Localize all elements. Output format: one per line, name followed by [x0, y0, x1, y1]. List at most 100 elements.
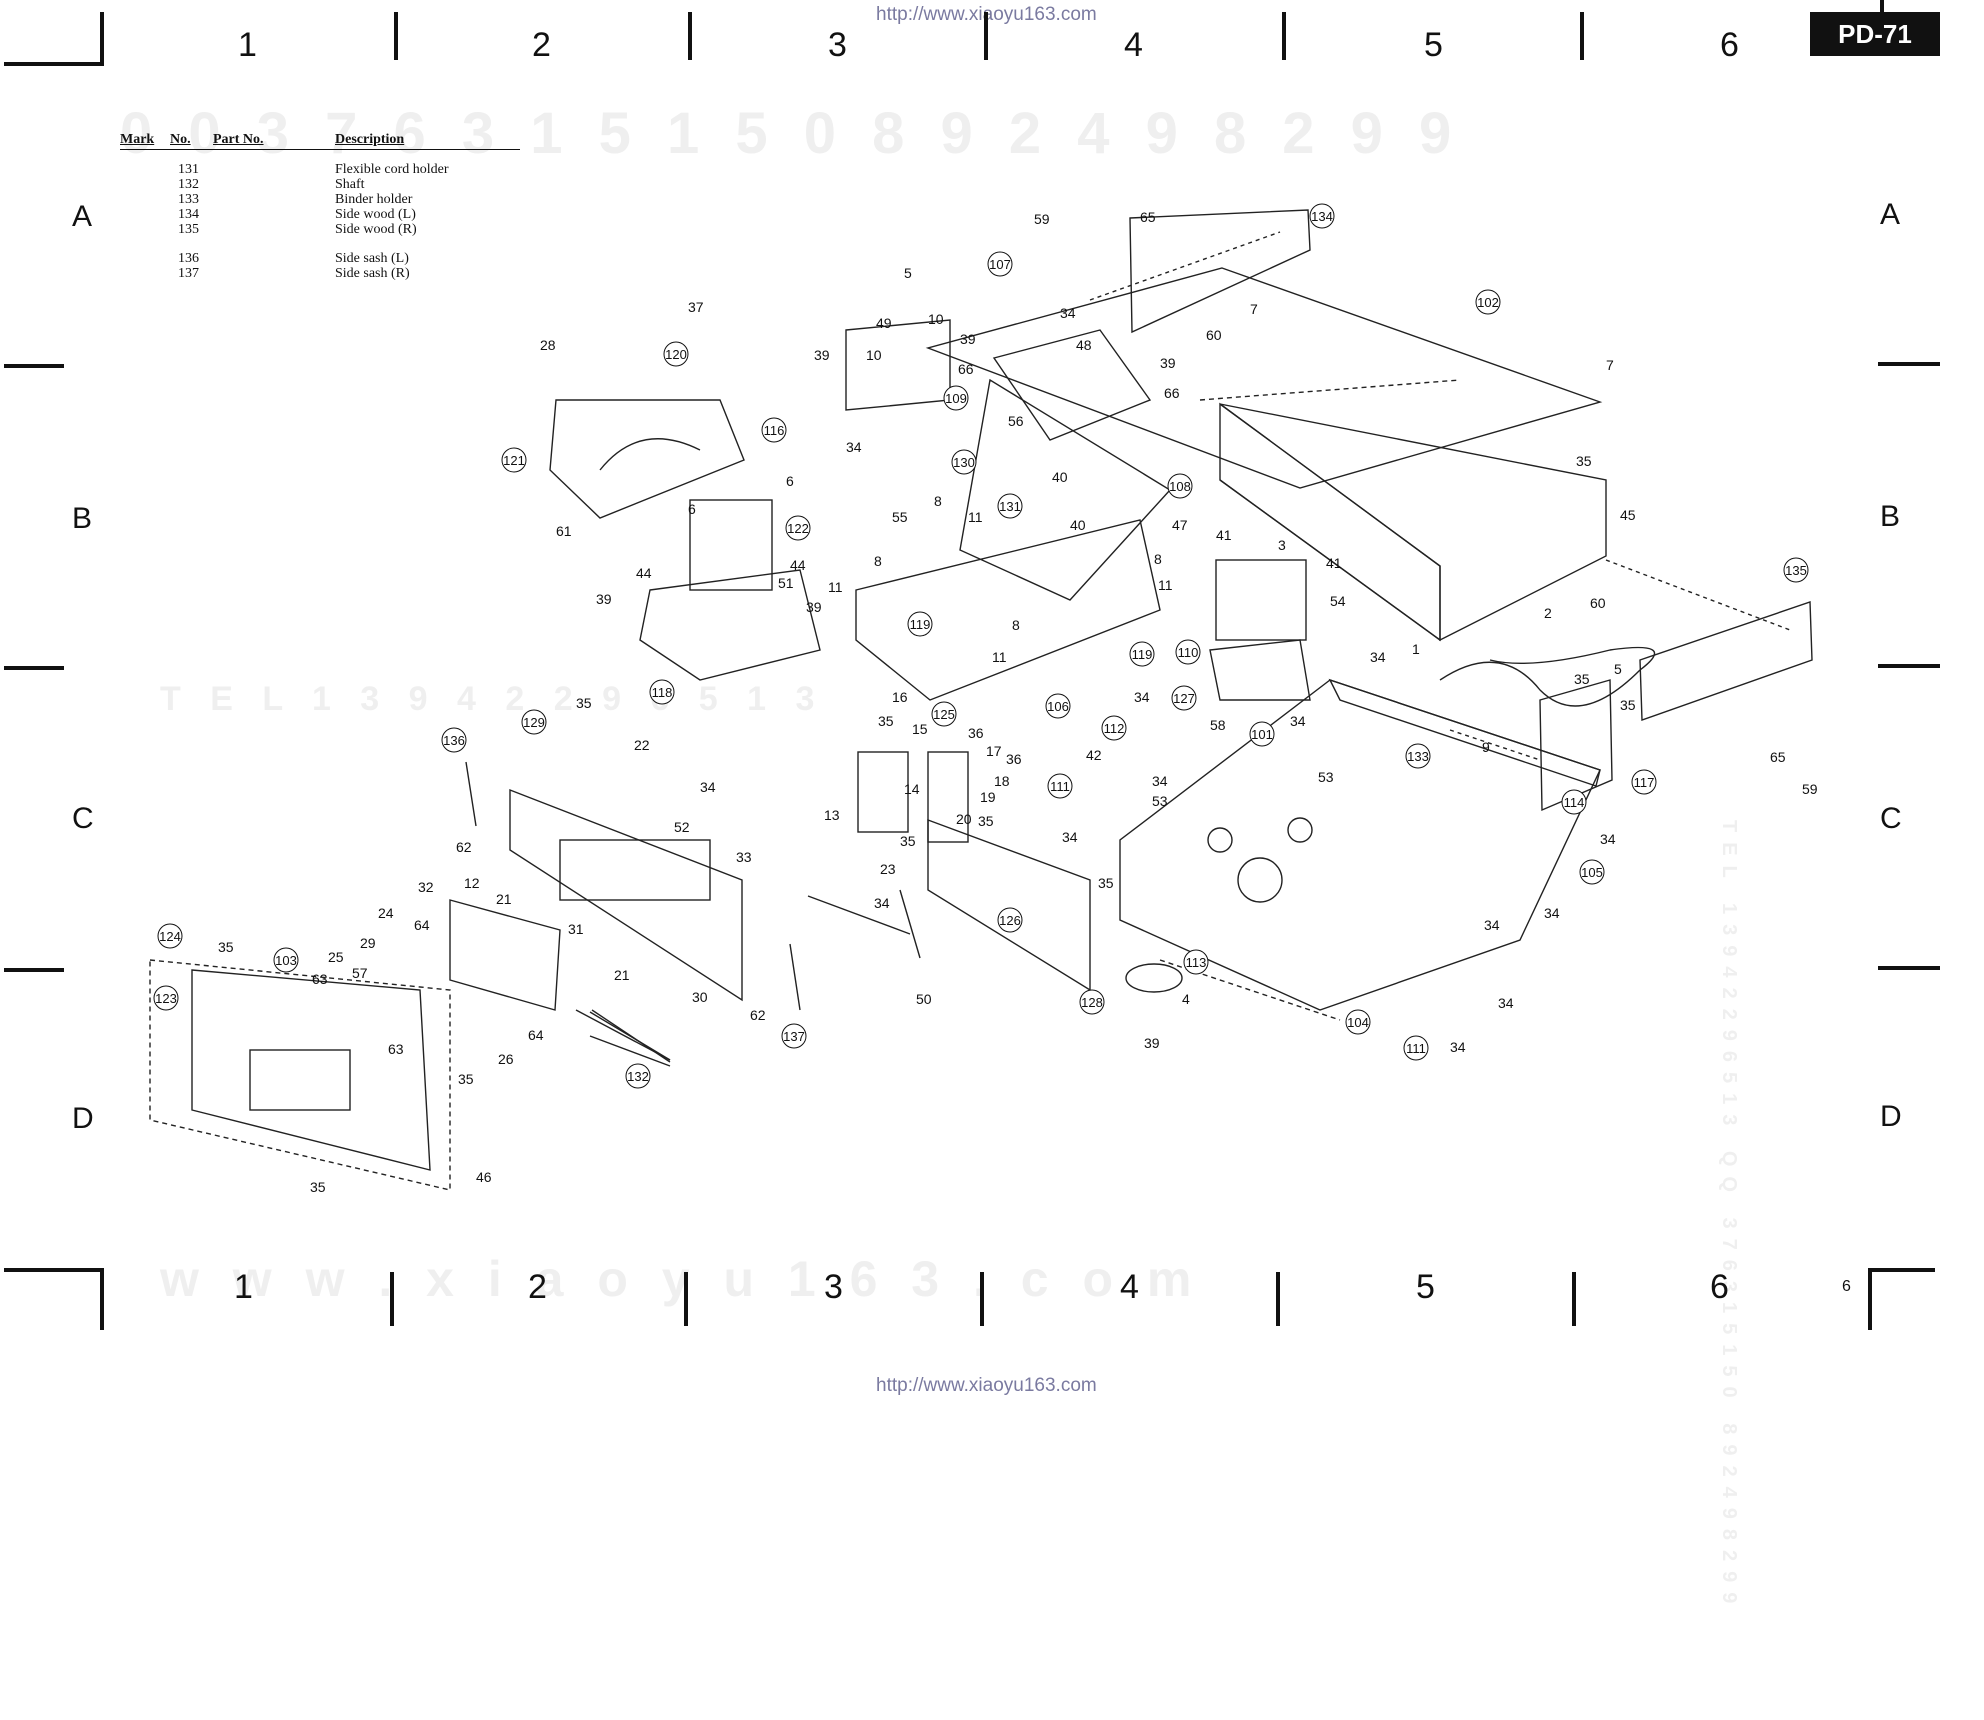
model-badge: PD-71 [1810, 12, 1940, 56]
description-cell: Side sash (L) [335, 251, 409, 266]
svg-text:35: 35 [878, 713, 894, 729]
svg-text:65: 65 [1770, 749, 1786, 765]
svg-text:1: 1 [1412, 641, 1420, 657]
svg-text:6: 6 [688, 501, 696, 517]
svg-text:33: 33 [736, 849, 752, 865]
svg-text:44: 44 [790, 557, 806, 573]
callout-128: 128 [1081, 995, 1103, 1010]
callout-119: 119 [910, 617, 931, 632]
description-cell: Shaft [335, 177, 365, 192]
svg-text:63: 63 [388, 1041, 404, 1057]
description-cell: Side sash (R) [335, 266, 410, 281]
svg-text:36: 36 [1006, 751, 1022, 767]
exploded-view-diagram: 134 107 102 120 109 116 121 130 131 122 … [4, 0, 1940, 1330]
callout-136: 136 [443, 733, 465, 748]
description-cell: Flexible cord holder [335, 162, 449, 177]
grid-col-6-bottom: 6 [1710, 1268, 1729, 1306]
callout-132: 132 [627, 1069, 649, 1084]
svg-text:8: 8 [1154, 551, 1162, 567]
description-cell: Side wood (L) [335, 207, 416, 222]
svg-text:7: 7 [1250, 301, 1258, 317]
grid-row-d: D [72, 1102, 94, 1135]
svg-text:34: 34 [700, 779, 716, 795]
grid-col-6: 6 [1720, 26, 1739, 64]
svg-text:55: 55 [892, 509, 908, 525]
svg-text:6: 6 [786, 473, 794, 489]
svg-text:34: 34 [874, 895, 890, 911]
callout-123: 123 [155, 991, 177, 1006]
callout-101: 101 [1251, 727, 1273, 742]
svg-text:34: 34 [1152, 773, 1168, 789]
callout-127: 127 [1173, 691, 1195, 706]
callout-116: 116 [764, 423, 785, 438]
svg-text:14: 14 [904, 781, 920, 797]
callout-122: 122 [787, 521, 809, 536]
grid-row-a: A [72, 200, 93, 233]
svg-text:2: 2 [1544, 605, 1552, 621]
grid-col-4: 4 [1124, 26, 1143, 64]
svg-text:30: 30 [692, 989, 708, 1005]
header-rule [120, 149, 520, 150]
callout-106: 106 [1047, 699, 1069, 714]
callout-118: 118 [652, 685, 673, 700]
svg-text:32: 32 [418, 879, 434, 895]
callout-120: 120 [665, 347, 687, 362]
svg-text:34: 34 [1484, 917, 1500, 933]
svg-text:34: 34 [1600, 831, 1616, 847]
grid-col-5: 5 [1424, 26, 1443, 64]
svg-text:10: 10 [928, 311, 944, 327]
svg-text:24: 24 [378, 905, 394, 921]
svg-text:53: 53 [1152, 793, 1168, 809]
svg-text:12: 12 [464, 875, 480, 891]
circled-callouts: 134 107 102 120 109 116 121 130 131 122 … [153, 203, 1809, 1089]
grid-col-5-bottom: 5 [1416, 1268, 1435, 1306]
svg-text:10: 10 [866, 347, 882, 363]
callout-103: 103 [275, 953, 297, 968]
table-row: 133 Binder holder [120, 192, 520, 208]
grid-row-b: B [72, 502, 93, 535]
svg-text:34: 34 [1498, 995, 1514, 1011]
grid-col-2-bottom: 2 [528, 1268, 547, 1306]
svg-text:51: 51 [778, 575, 794, 591]
svg-text:45: 45 [1620, 507, 1636, 523]
svg-text:28: 28 [540, 337, 556, 353]
svg-text:34: 34 [1060, 305, 1076, 321]
callout-111: 111 [1406, 1041, 1426, 1056]
svg-text:39: 39 [1160, 355, 1176, 371]
svg-text:40: 40 [1052, 469, 1068, 485]
svg-text:34: 34 [1290, 713, 1306, 729]
part-outlines [149, 209, 1813, 1191]
header-no: No. [170, 132, 191, 147]
callout-135: 135 [1785, 563, 1807, 578]
svg-text:34: 34 [1544, 905, 1560, 921]
description-cell: Side wood (R) [335, 222, 417, 237]
callout-124: 124 [159, 929, 181, 944]
callout-107: 107 [989, 257, 1011, 272]
svg-text:64: 64 [528, 1027, 544, 1043]
callout-131: 131 [999, 499, 1021, 514]
svg-text:29: 29 [360, 935, 376, 951]
svg-text:25: 25 [328, 949, 344, 965]
svg-text:34: 34 [1370, 649, 1386, 665]
frame-marks [4, 0, 1940, 1330]
svg-text:20: 20 [956, 811, 972, 827]
svg-text:35: 35 [310, 1179, 326, 1195]
svg-text:50: 50 [916, 991, 932, 1007]
svg-text:26: 26 [498, 1051, 514, 1067]
svg-text:35: 35 [458, 1071, 474, 1087]
description-cell: Binder holder [335, 192, 413, 207]
svg-text:34: 34 [1134, 689, 1150, 705]
svg-text:11: 11 [992, 649, 1007, 665]
grid-col-2: 2 [532, 26, 551, 64]
callout-112: 112 [1104, 721, 1125, 736]
svg-text:11: 11 [1158, 577, 1173, 593]
svg-text:35: 35 [1098, 875, 1114, 891]
svg-text:62: 62 [750, 1007, 766, 1023]
part-no-cell: 133 [178, 192, 199, 207]
svg-text:35: 35 [1620, 697, 1636, 713]
svg-text:59: 59 [1802, 781, 1818, 797]
svg-text:34: 34 [1062, 829, 1078, 845]
